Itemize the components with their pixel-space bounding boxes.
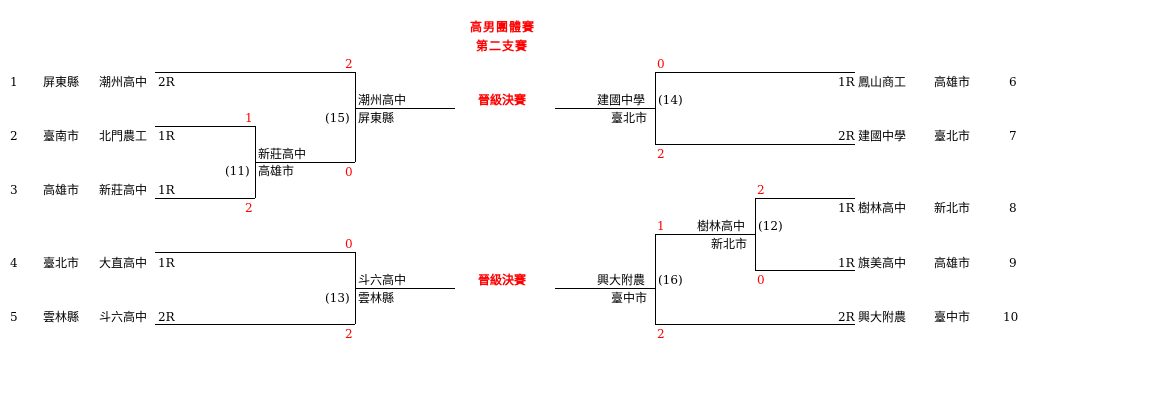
bracket-line	[555, 108, 655, 109]
title-line2: 第二支賽	[476, 39, 529, 53]
team-county: 雲林縣	[43, 310, 80, 324]
team-round: 2R	[838, 310, 855, 324]
match-winner: 樹林高中	[697, 219, 746, 233]
match-winner-county: 高雄市	[258, 164, 295, 178]
bracket-line	[155, 72, 355, 73]
seed-number: 10	[1003, 310, 1019, 324]
team-county: 屏東縣	[43, 75, 80, 89]
team-county: 臺北市	[43, 256, 80, 270]
match-winner: 潮州高中	[358, 93, 407, 107]
match-score: 1	[245, 111, 253, 125]
team-county: 新北市	[934, 201, 971, 215]
team-county: 臺南市	[43, 129, 80, 143]
match-winner-county: 雲林縣	[358, 291, 395, 305]
match-score: 2	[345, 57, 353, 71]
team-school: 潮州高中	[99, 75, 148, 89]
bracket-line	[655, 72, 855, 73]
bracket-line	[655, 324, 855, 325]
bracket-line	[355, 72, 356, 162]
team-county: 臺北市	[934, 129, 971, 143]
team-round: 2R	[158, 310, 175, 324]
bracket-line	[655, 72, 656, 144]
team-round: 1R	[158, 129, 175, 143]
seed-number: 7	[1009, 129, 1017, 143]
team-school: 興大附農	[858, 310, 907, 324]
team-county: 高雄市	[934, 256, 971, 270]
team-round: 1R	[838, 256, 855, 270]
team-round: 2R	[158, 75, 175, 89]
match-score: 2	[657, 147, 665, 161]
bracket-line	[355, 288, 455, 289]
bracket-line	[555, 288, 655, 289]
match-score: 2	[345, 327, 353, 341]
match-score: 0	[757, 273, 765, 287]
match-score: 2	[657, 327, 665, 341]
seed-number: 6	[1009, 75, 1017, 89]
team-school: 北門農工	[99, 129, 148, 143]
bracket-line	[155, 324, 355, 325]
match-winner-county: 新北市	[711, 237, 748, 251]
team-school: 大直高中	[99, 256, 148, 270]
bracket-line	[355, 108, 455, 109]
bracket-line	[155, 252, 355, 253]
seed-number: 1	[10, 75, 18, 89]
match-score: 0	[657, 57, 665, 71]
match-score: 0	[345, 165, 353, 179]
match-number: (11)	[225, 164, 250, 178]
match-number: (12)	[758, 219, 783, 233]
team-county: 高雄市	[43, 183, 80, 197]
bracket-line	[755, 198, 855, 199]
seed-number: 4	[10, 256, 18, 270]
team-county: 高雄市	[934, 75, 971, 89]
bracket-line	[655, 144, 855, 145]
match-winner-county: 屏東縣	[358, 111, 395, 125]
team-round: 1R	[838, 75, 855, 89]
bracket-line	[655, 234, 656, 324]
team-round: 1R	[158, 256, 175, 270]
match-winner: 建國中學	[597, 93, 646, 107]
match-number: (16)	[658, 273, 683, 287]
match-winner-county: 臺北市	[611, 111, 648, 125]
seed-number: 3	[10, 183, 18, 197]
bracket-line	[755, 270, 855, 271]
advance-to-final-label: 晉級決賽	[478, 93, 527, 107]
team-round: 1R	[838, 201, 855, 215]
match-score: 0	[345, 237, 353, 251]
seed-number: 5	[10, 310, 18, 324]
team-county: 臺中市	[934, 310, 971, 324]
match-winner: 新莊高中	[258, 147, 307, 161]
title-line1: 高男團體賽	[470, 20, 536, 34]
seed-number: 2	[10, 129, 18, 143]
bracket-line	[155, 198, 255, 199]
match-winner-county: 臺中市	[611, 291, 648, 305]
team-round: 1R	[158, 183, 175, 197]
match-number: (14)	[658, 93, 683, 107]
match-winner: 興大附農	[597, 273, 646, 287]
match-score: 1	[657, 219, 665, 233]
bracket-line	[655, 234, 755, 235]
team-school: 旗美高中	[858, 256, 907, 270]
bracket-line	[755, 198, 756, 270]
team-school: 鳳山商工	[858, 75, 907, 89]
team-school: 建國中學	[858, 129, 907, 143]
match-number: (15)	[325, 111, 350, 125]
bracket-line	[155, 126, 255, 127]
team-school: 新莊高中	[99, 183, 148, 197]
match-number: (13)	[325, 291, 350, 305]
match-score: 2	[757, 183, 765, 197]
advance-to-final-label: 晉級決賽	[478, 273, 527, 287]
seed-number: 8	[1009, 201, 1017, 215]
seed-number: 9	[1009, 256, 1017, 270]
match-score: 2	[245, 201, 253, 215]
team-school: 斗六高中	[99, 310, 148, 324]
team-round: 2R	[838, 129, 855, 143]
match-winner: 斗六高中	[358, 273, 407, 287]
team-school: 樹林高中	[858, 201, 907, 215]
bracket-line	[255, 162, 355, 163]
